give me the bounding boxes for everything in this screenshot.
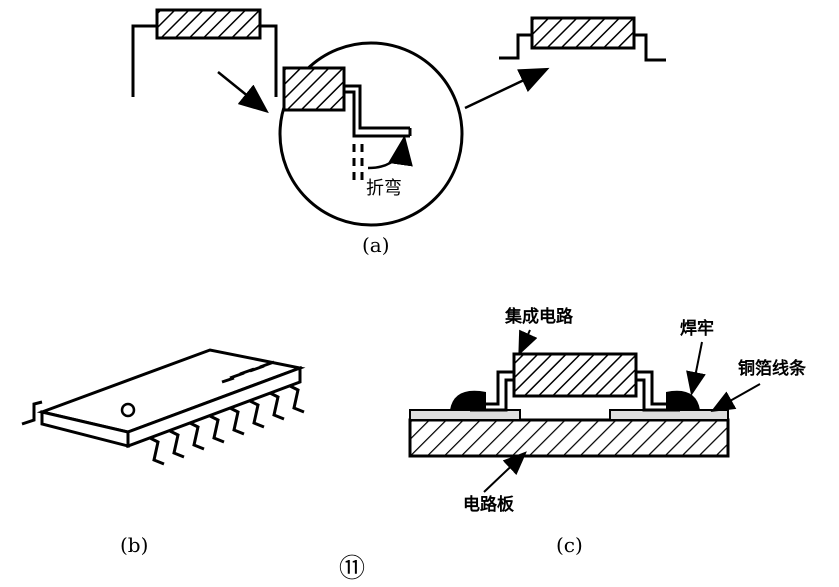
figure-number: ⑪ <box>339 554 365 584</box>
ic-pins <box>149 384 305 466</box>
label-copper-foil: 铜箔线条 <box>738 358 807 379</box>
caption-a: (a) <box>362 233 390 257</box>
ic-body <box>512 352 638 398</box>
ic-side-face <box>126 365 302 449</box>
detail-magnifier: 折弯 <box>278 41 464 227</box>
ic-marking <box>221 360 275 384</box>
panel-c: 集成电路 焊牢 铜箔线条 电路板 (c) <box>408 306 807 557</box>
component-bent <box>499 16 666 62</box>
caption-c: (c) <box>556 533 583 557</box>
label-circuit-board: 电路板 <box>463 494 515 515</box>
arrow-to-detail <box>217 71 269 114</box>
arrow-to-result <box>464 67 550 110</box>
solder-right <box>666 390 700 410</box>
panel-b: (b) <box>21 348 306 557</box>
caption-b: (b) <box>120 533 148 557</box>
circuit-board <box>408 418 730 458</box>
label-solder: 焊牢 <box>680 318 714 339</box>
pin1-indicator <box>120 402 136 418</box>
label-integrated-circuit: 集成电路 <box>504 306 574 327</box>
label-bend: 折弯 <box>366 178 402 199</box>
solder-left <box>450 390 486 410</box>
component-unbent <box>131 8 278 97</box>
panel-a: 折弯 (a) <box>131 8 666 257</box>
